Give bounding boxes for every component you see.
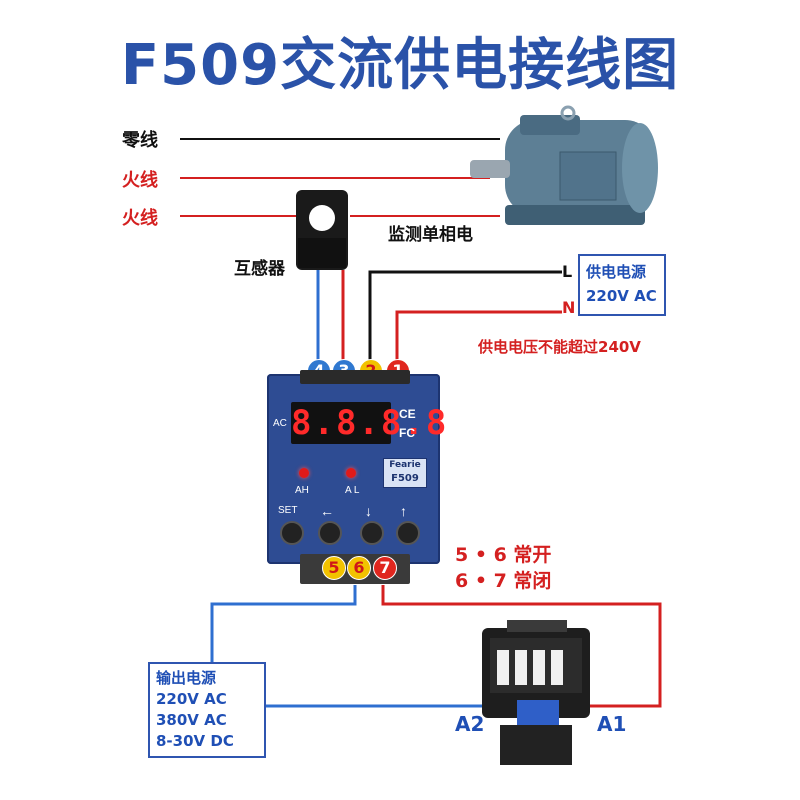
contactor-image <box>482 620 590 765</box>
brand-plate: Fearie F509 <box>383 458 427 488</box>
a2-label: A2 <box>455 712 485 736</box>
down-arrow-icon: ↓ <box>365 503 372 519</box>
monitor-label: 监测单相电 <box>388 225 473 245</box>
set-label: SET <box>278 505 298 516</box>
voltage-warning: 供电电压不能超过240V <box>478 338 641 356</box>
digital-display: 8.8.8.8 <box>291 402 449 444</box>
power-supply-box: 供电电源 220V AC <box>578 254 666 316</box>
terminal-5-badge: 5 <box>322 556 346 580</box>
motor-image <box>470 105 658 225</box>
set-button[interactable] <box>280 521 304 545</box>
al-led <box>346 468 356 478</box>
al-label: A L <box>345 485 360 496</box>
terminal-7-badge: 7 <box>373 556 397 580</box>
output-supply-380v: 380V AC <box>156 711 227 729</box>
fc-mark: FC <box>399 426 415 440</box>
ah-led <box>299 468 309 478</box>
power-supply-title: 供电电源 <box>586 263 647 281</box>
live-label-2: 火线 <box>122 208 158 229</box>
top-terminal-block <box>300 370 410 384</box>
ah-label: AH <box>295 485 309 496</box>
ce-mark: CE <box>399 407 416 421</box>
N-wire <box>395 310 562 370</box>
up-button[interactable] <box>396 521 420 545</box>
down-button[interactable] <box>360 521 384 545</box>
output-blue-wire <box>210 585 357 662</box>
N-label: N <box>562 298 576 317</box>
brand-name: Fearie <box>389 460 421 470</box>
neutral-label: 零线 <box>122 130 158 151</box>
contact-no-label: 5 • 6 常开 <box>455 544 552 566</box>
a1-label: A1 <box>597 712 627 736</box>
ac-label: AC <box>273 418 287 429</box>
up-arrow-icon: ↑ <box>400 503 407 519</box>
contact-nc-label: 6 • 7 常闭 <box>455 570 552 592</box>
output-red-wire <box>381 585 662 708</box>
output-supply-220v: 220V AC <box>156 690 227 708</box>
output-supply-title: 输出电源 <box>156 669 217 687</box>
output-supply-box: 输出电源 220V AC 380V AC 8-30V DC <box>148 662 266 758</box>
L-label: L <box>562 262 573 281</box>
transformer-label: 互感器 <box>234 259 285 279</box>
output-supply-dc: 8-30V DC <box>156 732 234 750</box>
left-button[interactable] <box>318 521 342 545</box>
L-wire <box>368 270 562 370</box>
live-label-1: 火线 <box>122 170 158 191</box>
model-name: F509 <box>391 473 419 484</box>
page-title: F509交流供电接线图 <box>120 33 680 98</box>
power-supply-voltage: 220V AC <box>586 287 657 305</box>
current-transformer-image <box>296 190 348 270</box>
left-arrow-icon: ← <box>320 503 334 519</box>
terminal-6-badge: 6 <box>347 556 371 580</box>
